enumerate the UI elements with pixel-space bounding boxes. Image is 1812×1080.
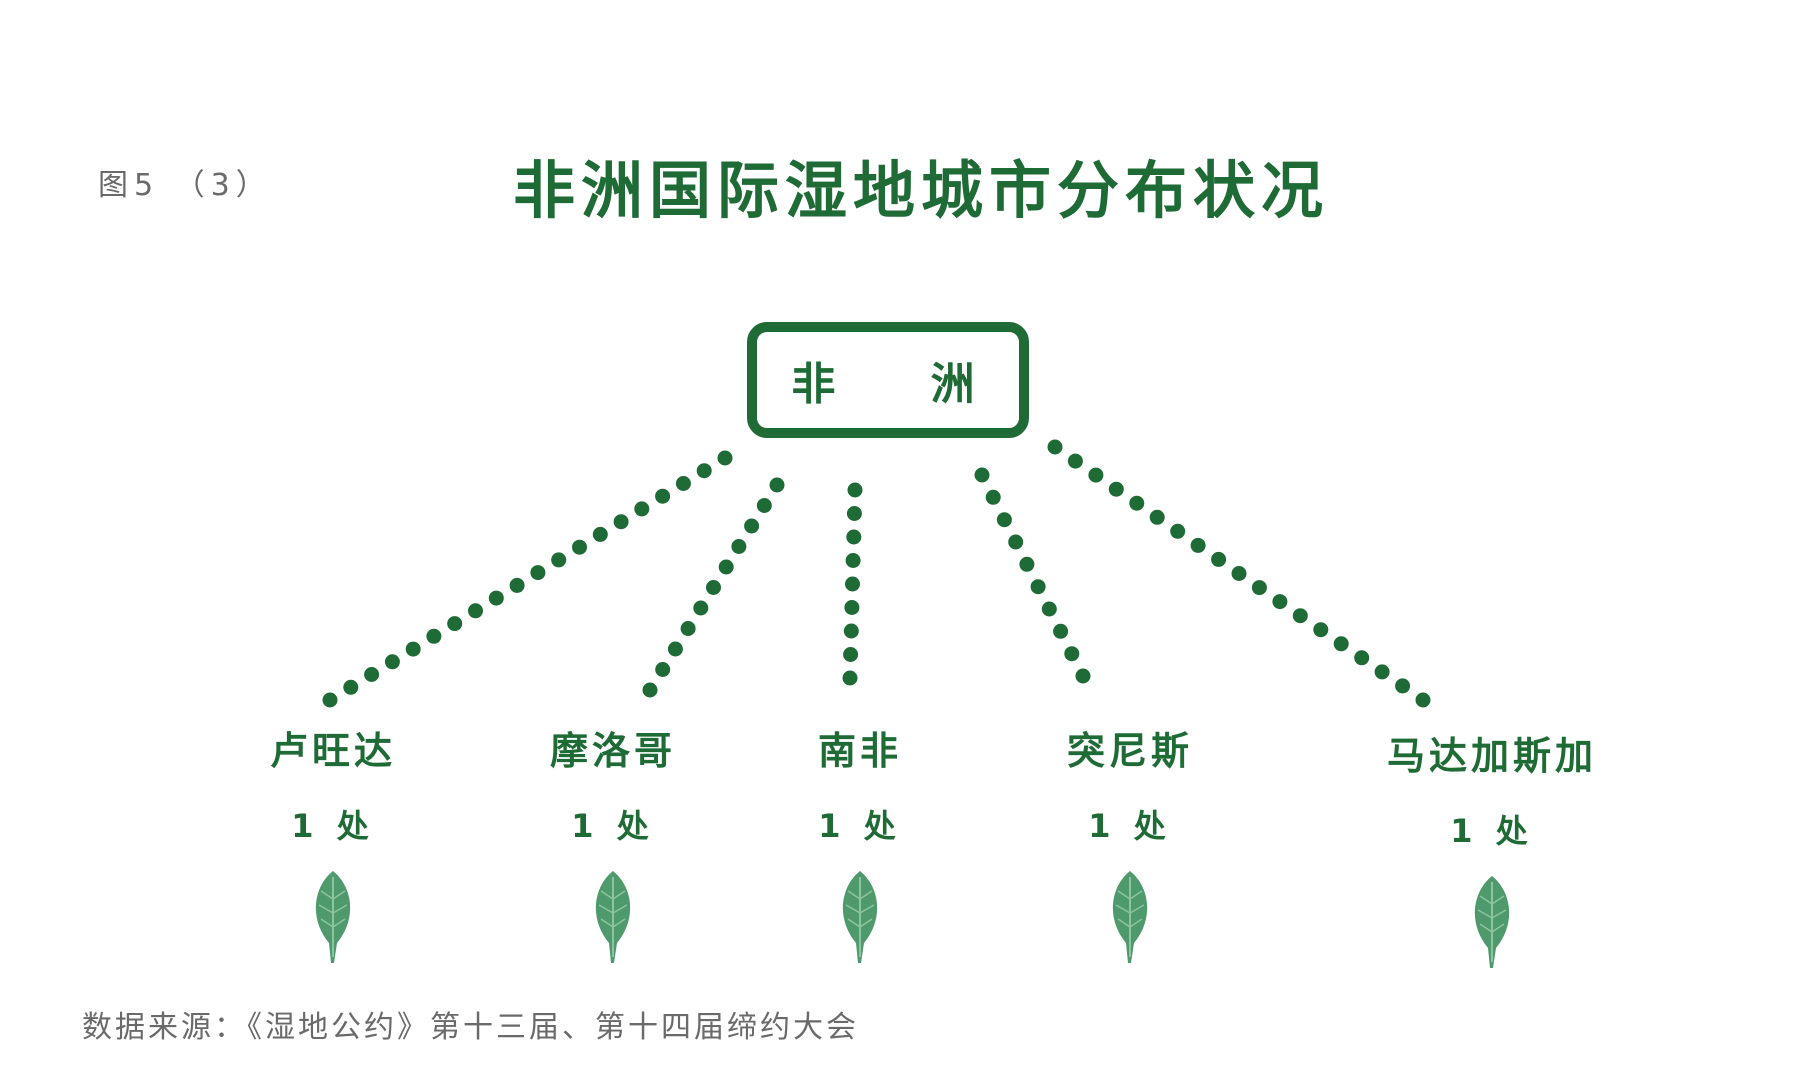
- connector-dot-2: [845, 576, 860, 592]
- connector-dot-4: [1067, 453, 1083, 469]
- connector-dot-4: [1333, 636, 1349, 652]
- connector-dot-0: [488, 590, 504, 606]
- connector-dot-1: [655, 662, 671, 677]
- connector-dot-4: [1190, 537, 1206, 553]
- connector-dot-0: [717, 450, 733, 466]
- figure-label: 图5 （3）: [98, 168, 272, 203]
- connector-dot-3: [1053, 623, 1069, 639]
- connector-dot-2: [847, 482, 863, 498]
- connector-dot-4: [1129, 495, 1145, 511]
- node-count: 1 处: [818, 807, 902, 845]
- connector-dot-3: [1064, 646, 1080, 662]
- connector-dot-0: [447, 616, 463, 632]
- connector-dot-2: [846, 529, 862, 545]
- connector-dot-1: [693, 600, 709, 616]
- node-name: 南非: [817, 729, 902, 773]
- connector-dot-1: [680, 621, 696, 636]
- connector-dot-4: [1374, 664, 1390, 680]
- connector-dot-4: [1272, 594, 1288, 610]
- connector-dot-3: [996, 512, 1012, 528]
- node-madagascar: 马达加斯加 1 处: [1342, 725, 1642, 970]
- data-source-note: 数据来源：《湿地公约》第十三届、第十四届缔约大会: [82, 1010, 859, 1045]
- connector-dot-0: [468, 603, 483, 619]
- node-count: 1 处: [571, 807, 655, 845]
- leaf-icon: [1112, 871, 1148, 963]
- node-rwanda: 卢旺达 1 处: [203, 720, 463, 965]
- connector-dot-4: [1415, 692, 1431, 708]
- node-name: 摩洛哥: [549, 729, 676, 773]
- connector-dot-1: [744, 518, 760, 534]
- connector-dot-4: [1149, 509, 1165, 525]
- node-name: 卢旺达: [269, 729, 396, 773]
- connector-dot-4: [1108, 481, 1124, 497]
- root-node: 非 洲: [747, 322, 1029, 438]
- leaf-icon: [842, 871, 878, 963]
- node-morocco: 摩洛哥 1 处: [483, 720, 743, 965]
- connector-dot-0: [405, 641, 421, 657]
- leaf-icon: [1474, 876, 1510, 968]
- node-count: 1 处: [1450, 812, 1534, 850]
- connector-dot-0: [426, 628, 442, 644]
- connector-dot-4: [1251, 580, 1267, 596]
- connector-dot-1: [769, 477, 785, 493]
- connector-dot-0: [322, 692, 338, 708]
- connector-dot-0: [530, 565, 546, 581]
- connector-dot-3: [1008, 534, 1024, 550]
- connector-dot-0: [634, 501, 650, 517]
- connector-dot-3: [1019, 556, 1035, 572]
- leaf-icon: [595, 871, 631, 963]
- connector-dot-0: [655, 488, 671, 504]
- connector-dot-0: [675, 476, 691, 491]
- connector-dot-2: [844, 600, 860, 615]
- connector-dot-0: [343, 679, 359, 695]
- connector-dot-0: [592, 526, 608, 542]
- connector-dot-1: [718, 559, 734, 575]
- connector-dot-4: [1292, 608, 1308, 624]
- diagram-title: 非洲国际湿地城市分布状况: [512, 154, 1329, 227]
- leaf-icon: [315, 871, 351, 963]
- connector-dot-0: [384, 654, 400, 670]
- connector-dot-4: [1395, 678, 1411, 694]
- connector-dot-3: [1030, 579, 1046, 595]
- connector-dot-1: [756, 498, 772, 513]
- connector-dot-4: [1231, 566, 1247, 581]
- connector-dot-4: [1313, 622, 1329, 638]
- connector-dot-3: [1041, 601, 1057, 617]
- node-name: 马达加斯加: [1386, 734, 1597, 778]
- connector-dot-3: [985, 489, 1001, 505]
- node-south-africa: 南非 1 处: [730, 720, 990, 965]
- connector-dot-4: [1170, 523, 1186, 539]
- connector-dot-1: [706, 580, 721, 595]
- connector-dot-2: [846, 506, 862, 521]
- connector-dot-4: [1047, 439, 1063, 455]
- connector-dot-0: [364, 667, 380, 682]
- connector-dot-1: [642, 682, 658, 698]
- connector-dot-2: [842, 670, 858, 686]
- connector-dot-2: [845, 553, 861, 568]
- root-label: 非 洲: [791, 359, 1015, 410]
- node-tunisia: 突尼斯 1 处: [1000, 720, 1260, 965]
- connector-dot-0: [551, 552, 567, 568]
- connector-dot-3: [1075, 668, 1091, 684]
- connector-dot-4: [1211, 551, 1227, 567]
- connector-dot-4: [1088, 467, 1104, 483]
- connector-dot-3: [974, 467, 990, 483]
- connector-dot-0: [613, 514, 629, 530]
- connector-dot-0: [509, 577, 525, 593]
- node-count: 1 处: [291, 807, 375, 845]
- connector-dot-0: [572, 539, 587, 555]
- connector-dot-1: [667, 641, 683, 657]
- node-count: 1 处: [1088, 807, 1172, 845]
- connector-dot-2: [843, 647, 859, 662]
- connector-dot-4: [1354, 650, 1370, 666]
- connector-dot-2: [843, 623, 859, 639]
- connector-dot-0: [696, 463, 712, 479]
- node-name: 突尼斯: [1066, 729, 1193, 773]
- connector-dot-1: [731, 539, 747, 554]
